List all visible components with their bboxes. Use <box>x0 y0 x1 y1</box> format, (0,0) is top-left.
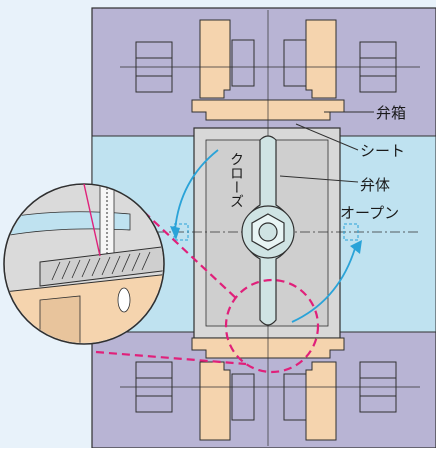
label-leaders <box>279 111 374 183</box>
pipe-right <box>329 135 436 333</box>
detail-marker-lines <box>95 211 247 366</box>
label-disc: 弁体 <box>360 176 390 194</box>
label-close: クローズ <box>228 152 244 208</box>
label-open: オープン <box>340 204 399 222</box>
rotation-arrow-icon <box>174 149 357 323</box>
magnified-detail <box>3 183 165 345</box>
arrowhead-right-icon <box>350 240 362 254</box>
open-position-guide <box>343 223 359 241</box>
label-valve-box: 弁箱 <box>376 104 406 122</box>
valve-disc <box>241 135 295 326</box>
bottom-bolt-center <box>231 373 307 421</box>
arrowhead-left-icon <box>170 226 180 240</box>
detail-marker-circle <box>224 278 320 374</box>
label-seat: シート <box>360 142 405 160</box>
top-seat-retainer <box>191 19 345 121</box>
